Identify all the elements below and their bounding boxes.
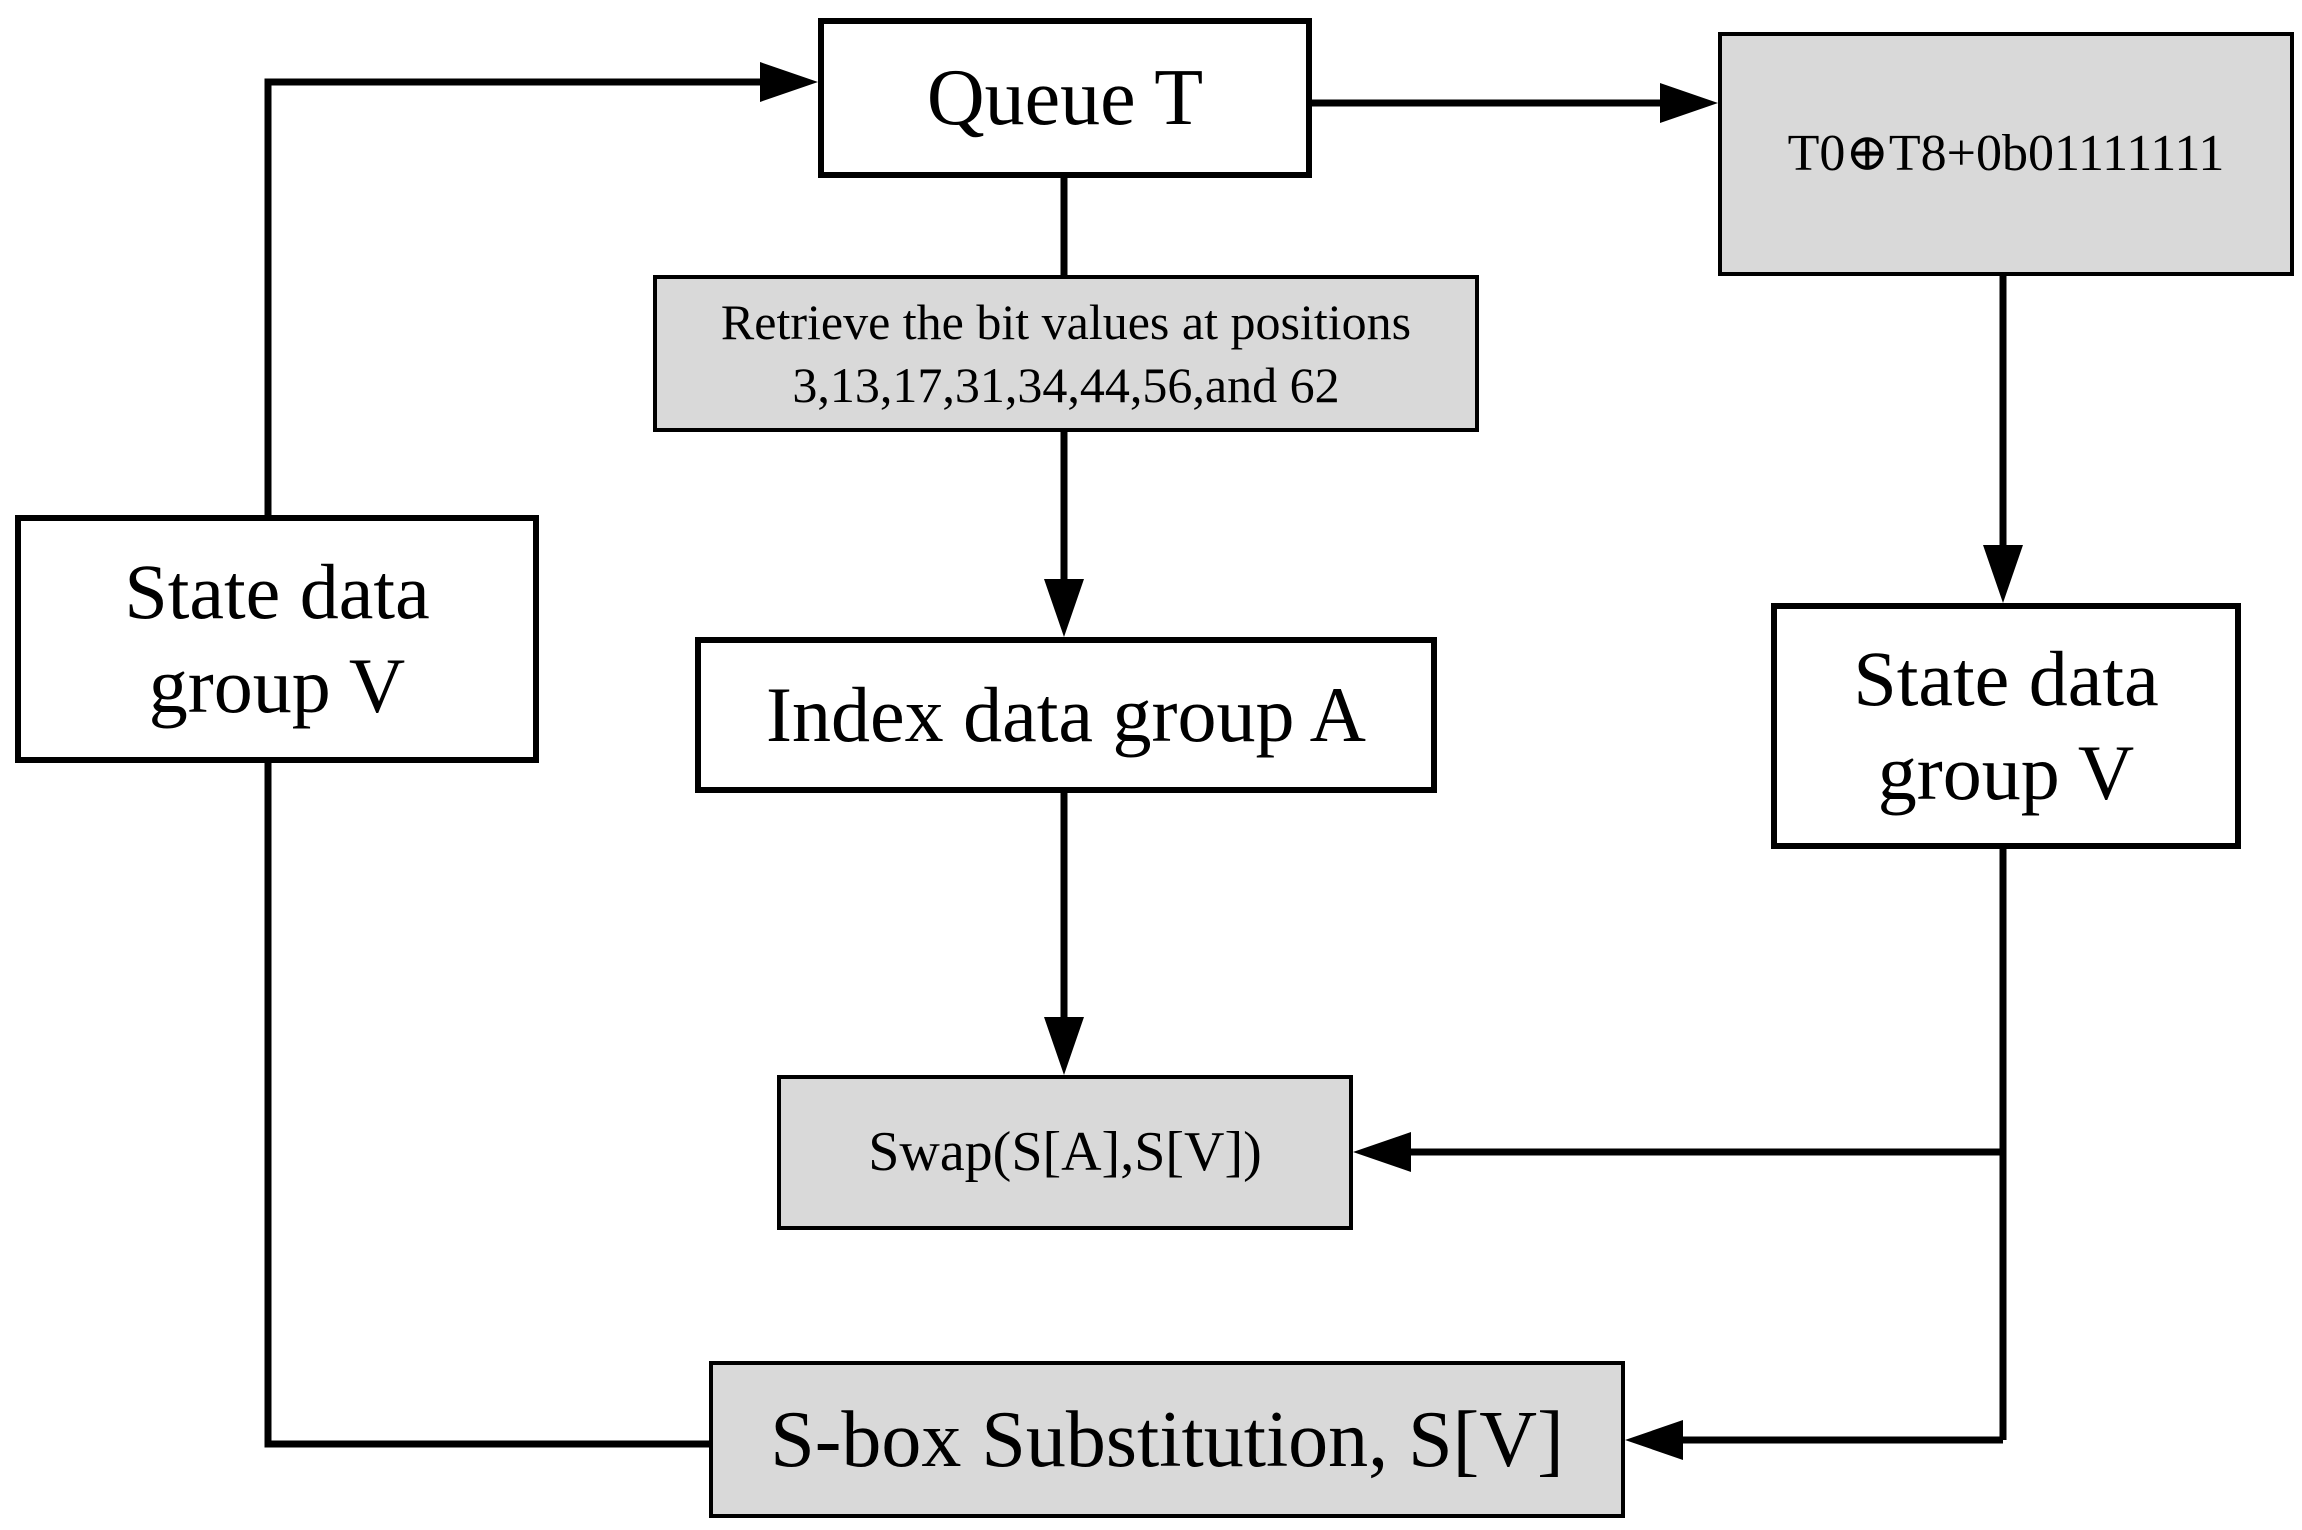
state-left-line1: State data	[124, 548, 430, 636]
arrowhead-into-queue	[760, 62, 818, 102]
index-data-group-node: Index data group A	[695, 637, 1437, 793]
state-left-line2: group V	[148, 642, 406, 729]
retrieve-bits-line1: Retrieve the bit values at positions	[720, 294, 1412, 350]
state-right-line1: State data	[1853, 635, 2159, 723]
swap-node: Swap(S[A],S[V])	[777, 1075, 1353, 1230]
arrowhead-into-sbox	[1625, 1420, 1683, 1460]
arrowhead-into-swap-right	[1353, 1132, 1411, 1172]
arrowhead-into-state-right	[1983, 545, 2023, 603]
sbox-label: S-box Substitution, S[V]	[770, 1395, 1564, 1484]
state-right-line2: group V	[1877, 729, 2135, 816]
edge-state-left-to-queue	[264, 78, 768, 515]
xor-operation-node: T0⊕T8+0b01111111	[1718, 32, 2294, 276]
retrieve-bits-node: Retrieve the bit values at positions 3,1…	[653, 275, 1479, 432]
xor-operation-label: T0⊕T8+0b01111111	[1787, 124, 2225, 182]
sbox-substitution-node: S-box Substitution, S[V]	[709, 1361, 1625, 1518]
swap-label: Swap(S[A],S[V])	[868, 1120, 1262, 1183]
arrowhead-into-index	[1044, 579, 1084, 637]
arrowhead-into-xor	[1660, 83, 1718, 123]
queue-t-node: Queue T	[818, 18, 1312, 178]
state-data-group-right-node: State data group V	[1771, 603, 2241, 849]
queue-t-label: Queue T	[926, 54, 1204, 142]
edge-sbox-to-state-left	[264, 763, 709, 1448]
state-data-group-left-node: State data group V	[15, 515, 539, 763]
index-a-label: Index data group A	[765, 671, 1366, 759]
arrowhead-into-swap-top	[1044, 1017, 1084, 1075]
retrieve-bits-line2: 3,13,17,31,34,44,56,and 62	[792, 356, 1340, 413]
